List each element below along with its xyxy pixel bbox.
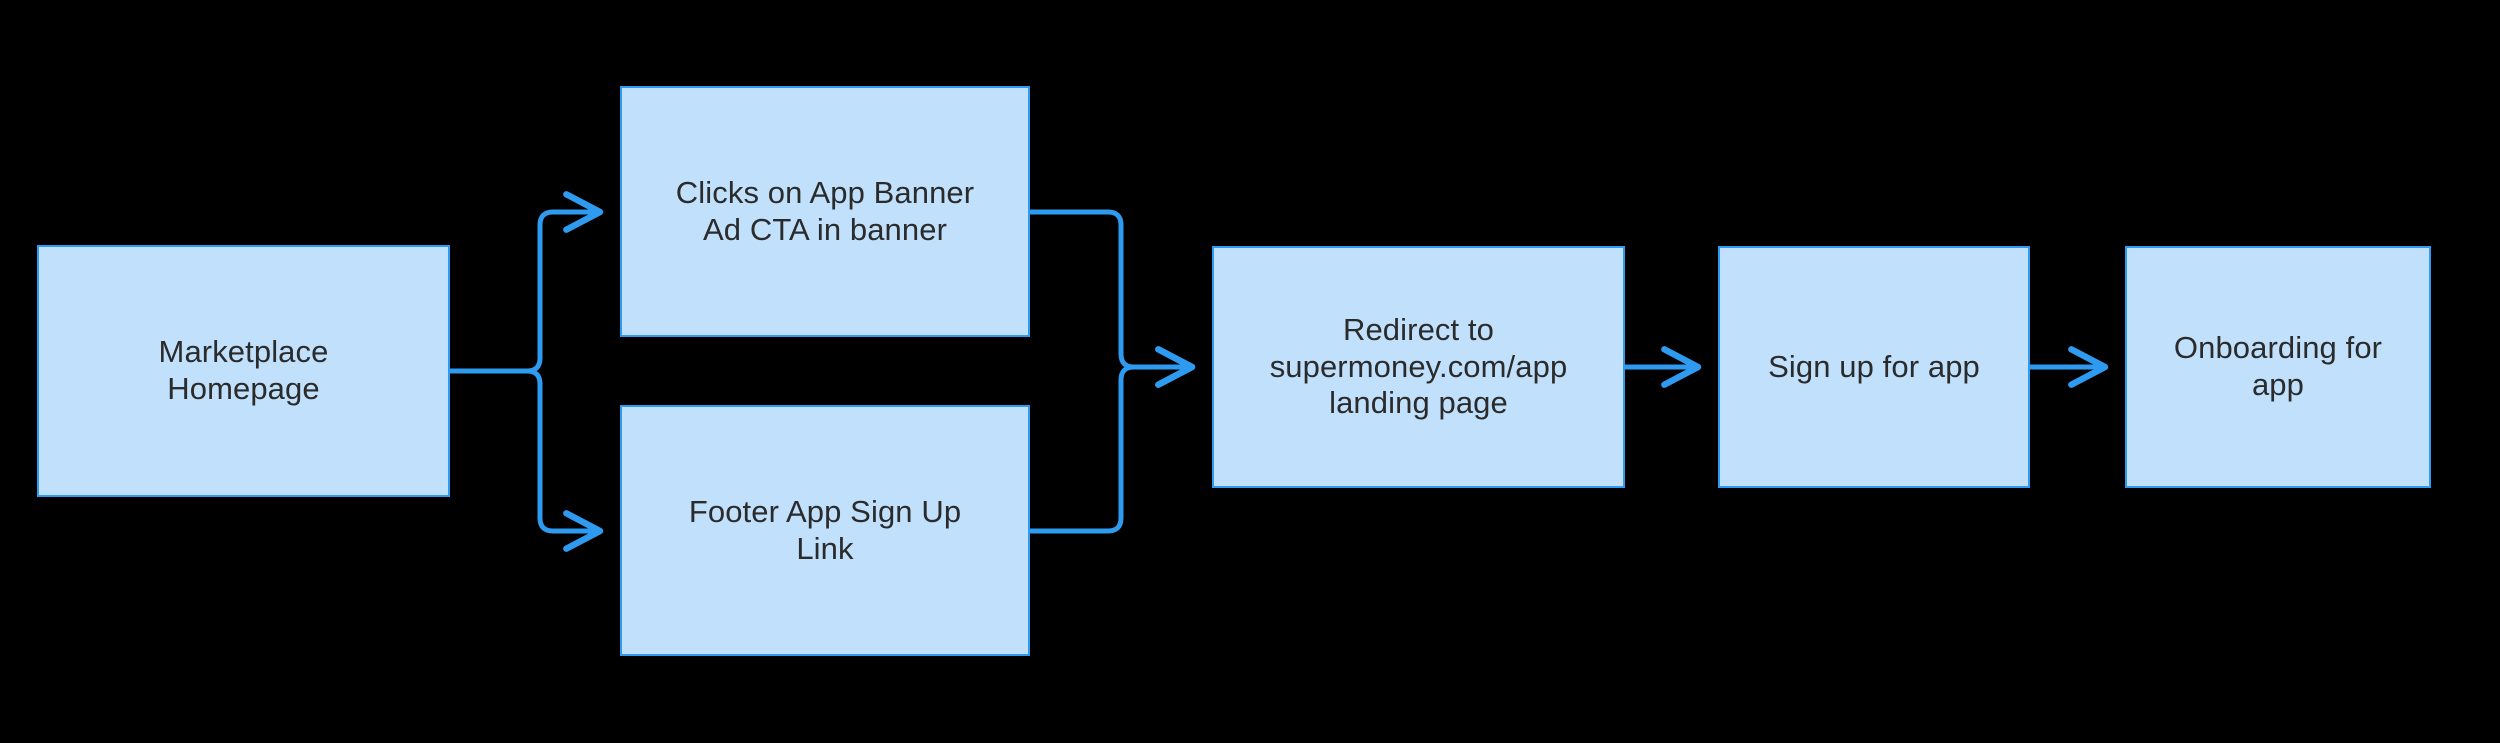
node-label: Onboarding for app xyxy=(2173,330,2383,402)
node-onboarding-for-app[interactable]: Onboarding for app xyxy=(2125,246,2431,488)
node-label: Redirect to supermoney.com/app landing p… xyxy=(1269,312,1568,421)
node-label: Clicks on App Banner Ad CTA in banner xyxy=(675,174,975,247)
node-label: Footer App Sign Up Link xyxy=(688,493,962,566)
edge-marketplace-to-banner xyxy=(447,191,604,374)
edge-footer-to-redirect xyxy=(1027,346,1196,534)
edge-marketplace-to-footer xyxy=(447,368,604,552)
node-label: Sign up for app xyxy=(1768,348,1980,384)
node-label: Marketplace Homepage xyxy=(158,334,329,406)
edge-banner-to-redirect xyxy=(1027,209,1196,388)
node-redirect-landing[interactable]: Redirect to supermoney.com/app landing p… xyxy=(1212,246,1625,488)
node-sign-up-for-app[interactable]: Sign up for app xyxy=(1718,246,2030,488)
node-footer-signup-link[interactable]: Footer App Sign Up Link xyxy=(620,405,1030,656)
node-app-banner-cta[interactable]: Clicks on App Banner Ad CTA in banner xyxy=(620,86,1030,337)
node-marketplace-homepage[interactable]: Marketplace Homepage xyxy=(37,245,450,497)
